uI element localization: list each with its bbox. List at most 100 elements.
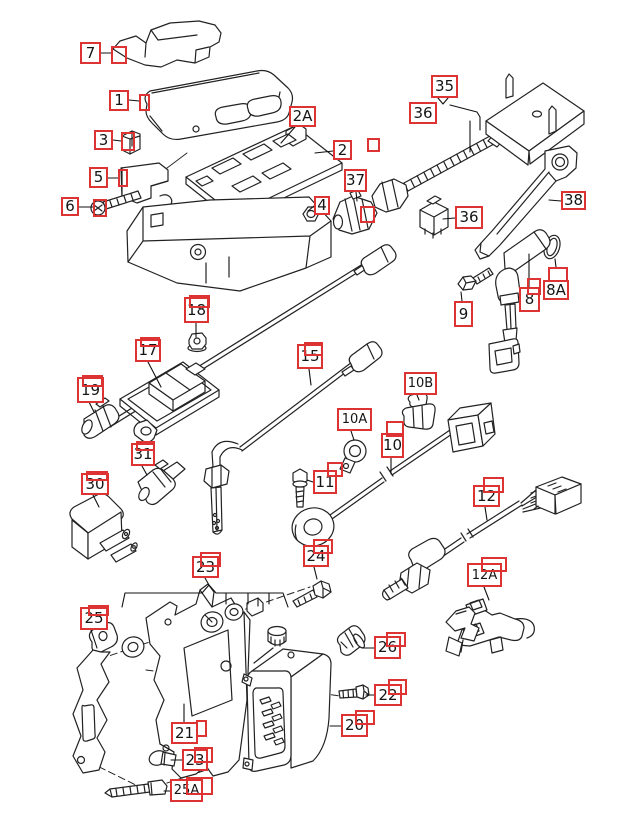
- callout-10-highlight: [386, 421, 404, 437]
- callout-15-highlight: [304, 342, 323, 356]
- leader-lines: [78, 52, 562, 792]
- plug-23-part: [148, 750, 177, 767]
- callout-18[interactable]: 18: [184, 297, 209, 323]
- callout-label: 26: [377, 638, 398, 656]
- callout-4[interactable]: 4: [314, 196, 330, 215]
- callout-label: 38: [563, 191, 584, 209]
- callout-38[interactable]: 38: [561, 191, 586, 210]
- callout-label: 4: [317, 196, 327, 214]
- nut-18-part: [187, 332, 207, 353]
- callout-5[interactable]: 5: [89, 167, 108, 188]
- callout-20-highlight: [355, 710, 375, 725]
- callout-label: 10: [382, 436, 403, 454]
- callout-20[interactable]: 20: [341, 714, 368, 737]
- callout-label: 8: [524, 290, 535, 308]
- callout-label: 24: [306, 546, 326, 565]
- bracket-cover-part: [120, 162, 332, 292]
- callout-12A[interactable]: 12A: [467, 563, 502, 587]
- clamp-10a-part: [339, 439, 367, 474]
- callout-25-highlight: [88, 605, 109, 616]
- callout-label: 11: [315, 472, 335, 491]
- callout-8-highlight: [527, 278, 541, 295]
- connector-braided-lead: [371, 130, 507, 213]
- grommet-26-part: [336, 625, 366, 656]
- crank-sensor-8-part: [488, 229, 551, 374]
- callout-23-upper-highlight: [200, 552, 221, 567]
- knock-sensor-10-part: [291, 402, 496, 547]
- callout-31-highlight: [136, 441, 155, 451]
- callout-label: 10A: [341, 412, 368, 427]
- callout-36-lower[interactable]: 36: [455, 206, 483, 229]
- callout-21-highlight: [196, 720, 207, 737]
- part-6-hotspot[interactable]: [93, 199, 107, 217]
- callout-label: 10B: [407, 376, 434, 391]
- part-7-hotspot[interactable]: [111, 46, 127, 64]
- part-5-hotspot[interactable]: [118, 169, 128, 187]
- callout-2A[interactable]: 2A: [289, 106, 316, 127]
- callout-label: 35: [434, 77, 455, 95]
- part-37-hotspot[interactable]: [360, 206, 375, 223]
- callout-label: 21: [174, 723, 195, 742]
- callout-label: 3: [98, 130, 109, 149]
- callout-24[interactable]: 24: [303, 545, 329, 567]
- callout-7[interactable]: 7: [80, 42, 101, 64]
- callout-36-upper[interactable]: 36: [409, 102, 437, 124]
- callout-label: 7: [85, 43, 96, 62]
- bracket-25-part: [72, 621, 118, 774]
- callout-21[interactable]: 21: [171, 722, 198, 744]
- callout-10B[interactable]: 10B: [404, 372, 437, 395]
- callout-11-highlight: [327, 462, 343, 477]
- ecu-cover-part: [112, 20, 222, 68]
- callout-label: 37: [345, 171, 366, 189]
- callout-35[interactable]: 35: [431, 75, 458, 98]
- part-1-hotspot[interactable]: [139, 94, 150, 111]
- sensor-box-35-part: [485, 73, 585, 166]
- bolt-24-part: [292, 580, 332, 608]
- callout-12-highlight: [483, 477, 504, 493]
- callout-label: 18: [186, 300, 207, 319]
- callout-1[interactable]: 1: [109, 90, 129, 111]
- callout-label: 9: [458, 304, 469, 323]
- bolt-11-part: [292, 468, 308, 508]
- callout-24-highlight: [313, 539, 333, 554]
- bolt-25a-part: [104, 779, 168, 798]
- sleeve-nut-part: [253, 625, 287, 664]
- bolt-22-part: [338, 684, 370, 700]
- pressure-sensor-30-part: [69, 493, 138, 563]
- callout-19-highlight: [82, 375, 103, 387]
- callout-8A-highlight: [548, 267, 568, 282]
- callout-18-highlight: [189, 295, 210, 308]
- callout-12A-highlight: [481, 557, 507, 572]
- relay-36-part: [419, 195, 449, 239]
- callout-label: 2: [337, 140, 348, 159]
- callout-23-lower-highlight: [194, 747, 213, 763]
- callout-10[interactable]: 10: [381, 433, 404, 458]
- grommets-23-parts: [121, 597, 264, 658]
- callout-25A-highlight: [186, 777, 213, 795]
- callout-11[interactable]: 11: [313, 470, 337, 494]
- callout-22-highlight: [388, 679, 407, 695]
- callout-17-highlight: [140, 337, 160, 347]
- callout-8A[interactable]: 8A: [543, 280, 569, 300]
- part-3-hotspot[interactable]: [121, 132, 135, 151]
- callout-label: 5: [93, 168, 104, 186]
- empty-highlight-hotspot[interactable]: [367, 138, 380, 152]
- callout-label: 8A: [546, 280, 566, 299]
- callout-10A[interactable]: 10A: [337, 408, 372, 431]
- ecu-part: [144, 69, 294, 141]
- connector-31-part: [137, 459, 186, 506]
- callout-label: 6: [65, 197, 75, 215]
- callout-3[interactable]: 3: [94, 130, 113, 150]
- callout-6[interactable]: 6: [61, 197, 79, 216]
- callout-label: 20: [344, 716, 365, 734]
- oxygen-sensor-12-part: [381, 476, 582, 601]
- callout-2[interactable]: 2: [333, 140, 352, 160]
- connector-37-part: [332, 189, 378, 235]
- callout-15[interactable]: 15: [297, 344, 323, 369]
- egt-probe-15-part: [203, 440, 243, 535]
- callout-9[interactable]: 9: [454, 301, 473, 327]
- bolt-9-part: [457, 267, 494, 291]
- callout-37[interactable]: 37: [344, 169, 367, 192]
- callout-26-highlight: [386, 632, 406, 647]
